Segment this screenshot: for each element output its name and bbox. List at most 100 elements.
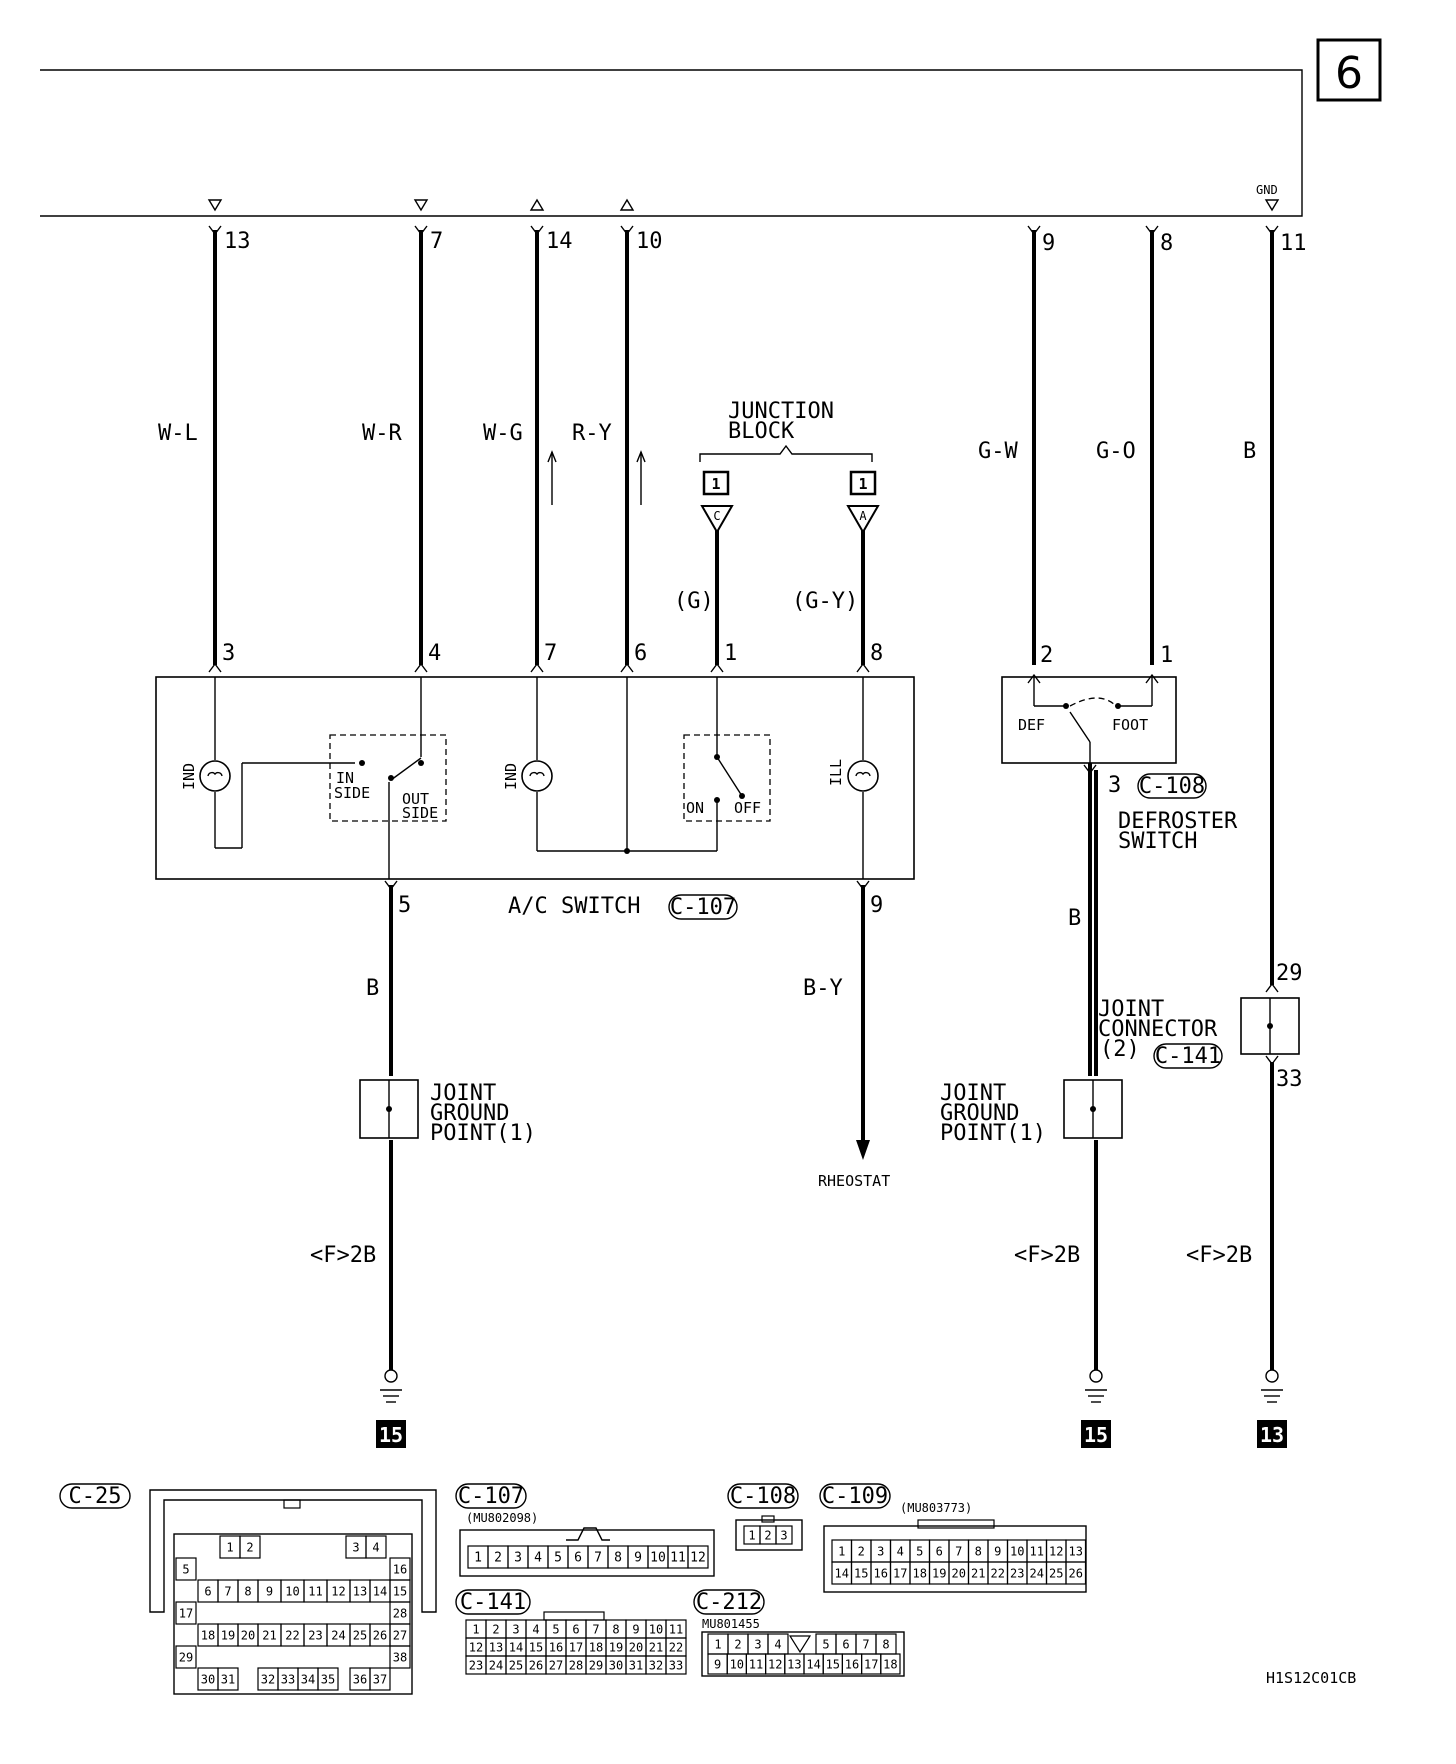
c109-label: C-109 [822,1484,888,1509]
c141-pin-label: 33 [669,1658,683,1672]
c25-pin-label: 3 [352,1540,359,1554]
c107-key [566,1527,610,1541]
c25-cell [317,1667,339,1691]
c25-pin-label: 20 [241,1628,255,1642]
c25-pin-label: 12 [331,1584,345,1598]
ac-switch-internal [214,677,864,879]
junction-tri-left-letter: C [713,509,720,523]
joint-connector-id: C-141 [1155,1044,1221,1069]
wire-color-g-o: G-O [1096,439,1136,464]
inside-outside-switch-box [329,734,447,822]
c25-cell [175,1645,197,1669]
ecu-pin-8: 8 [1160,231,1173,256]
ind-lamp-2 [521,760,553,792]
c141-pin-label: 1 [472,1622,479,1636]
c107-pin-label: 1 [474,1551,482,1566]
signal-arrows [547,450,646,505]
c25-cell [365,1535,387,1559]
c25-cell [175,1557,197,1581]
c109-pin-label: 13 [1069,1544,1083,1558]
c212-pin-label: 18 [883,1657,897,1671]
wire-color-r-y: R-Y [572,421,612,446]
c107-pin-label: 11 [670,1551,686,1566]
c25-label-box [59,1483,131,1509]
junction-block-brace [699,444,873,462]
c107-pin-label: 9 [634,1551,642,1566]
c109-pin-label: 3 [877,1544,884,1558]
c25-pin-label: 14 [373,1584,387,1598]
c25-pin-label: 25 [353,1628,367,1642]
junction-box-right [849,470,877,496]
c108-cell [775,1525,793,1545]
c25-cell [369,1667,391,1691]
c141-pin-label: 21 [649,1640,663,1654]
out-side-2: SIDE [402,804,438,822]
c141-pin-label: 3 [512,1622,519,1636]
c141-pin-label: 14 [509,1640,523,1654]
defroster-internal [1033,677,1153,763]
c212-pin-label: 11 [749,1657,763,1671]
c25-pin-label: 23 [308,1628,322,1642]
ind-lamp-2-label: IND [502,763,520,790]
c141-label-box [455,1589,531,1615]
c25-pin-label: 38 [393,1650,407,1664]
def-pin-2: 2 [1040,643,1053,668]
c212-part: MU801455 [702,1617,760,1631]
c141-pin-label: 12 [469,1640,483,1654]
joint-ground-right-2: GROUND [940,1101,1019,1126]
ac-switch-connector: C-107 [670,895,736,920]
ac-pin-3: 3 [222,641,235,666]
c141-pin-label: 17 [569,1640,583,1654]
c25-pin-label: 24 [331,1628,345,1642]
c141-pin-label: 6 [572,1622,579,1636]
wire-color-w-g: W-G [483,421,523,446]
ecu-pin-7: 7 [430,229,443,254]
rheostat-arrowhead [856,1140,870,1160]
c109-pin-label: 12 [1049,1544,1063,1558]
c25-pin-label: 30 [201,1672,215,1686]
c25-pin-label: 11 [308,1584,322,1598]
switch-contact [1115,703,1121,709]
wire-color-b-right: B [1243,439,1256,464]
c109-pin-label: 9 [994,1544,1001,1558]
c141-pin-label: 32 [649,1658,663,1672]
off-label: OFF [734,799,761,817]
in-side-2: SIDE [334,784,370,802]
gnd-label: GND [1256,183,1278,197]
c25-pin-label: 17 [179,1606,193,1620]
switch-contact [418,760,424,766]
c109-pin-label: 4 [897,1544,904,1558]
joint-connector-pin-33: 33 [1276,1067,1303,1092]
ac-switch-bottom-forks [384,880,870,891]
c25-pin-label: 27 [393,1628,407,1642]
defroster-bottom-fork [1083,764,1097,775]
ground-symbol-left [380,1369,402,1403]
ind-lamp-1-label: IND [180,763,198,790]
in-side-1: IN [336,769,354,787]
ac-switch-top-forks [208,662,870,673]
c109-pin-label: 5 [916,1544,923,1558]
c107-cell [687,1545,709,1569]
c107-pin-label: 7 [594,1551,602,1566]
c141-pin-label: 5 [552,1622,559,1636]
ground-symbol-right [1261,1369,1283,1403]
c141-pin-label: 26 [529,1658,543,1672]
c212-pin-label: 1 [714,1637,721,1651]
c108-label-box [727,1483,799,1509]
c107-pin-label: 2 [494,1551,502,1566]
c212-housing [701,1631,905,1677]
c25-pin-label: 21 [262,1628,276,1642]
joint-connector-label-1: JOINT [1098,997,1164,1022]
c25-pin-label: 28 [393,1606,407,1620]
c108-key [761,1515,775,1523]
c141-pin-label: 23 [469,1658,483,1672]
ground-badge-mid: 15 [1084,1423,1108,1447]
page-badge-box [1316,38,1382,102]
c141-pin-label: 13 [489,1640,503,1654]
junction-box-left [702,470,730,496]
c25-pin-label: 36 [353,1672,367,1686]
c212-pin-label: 17 [864,1657,878,1671]
